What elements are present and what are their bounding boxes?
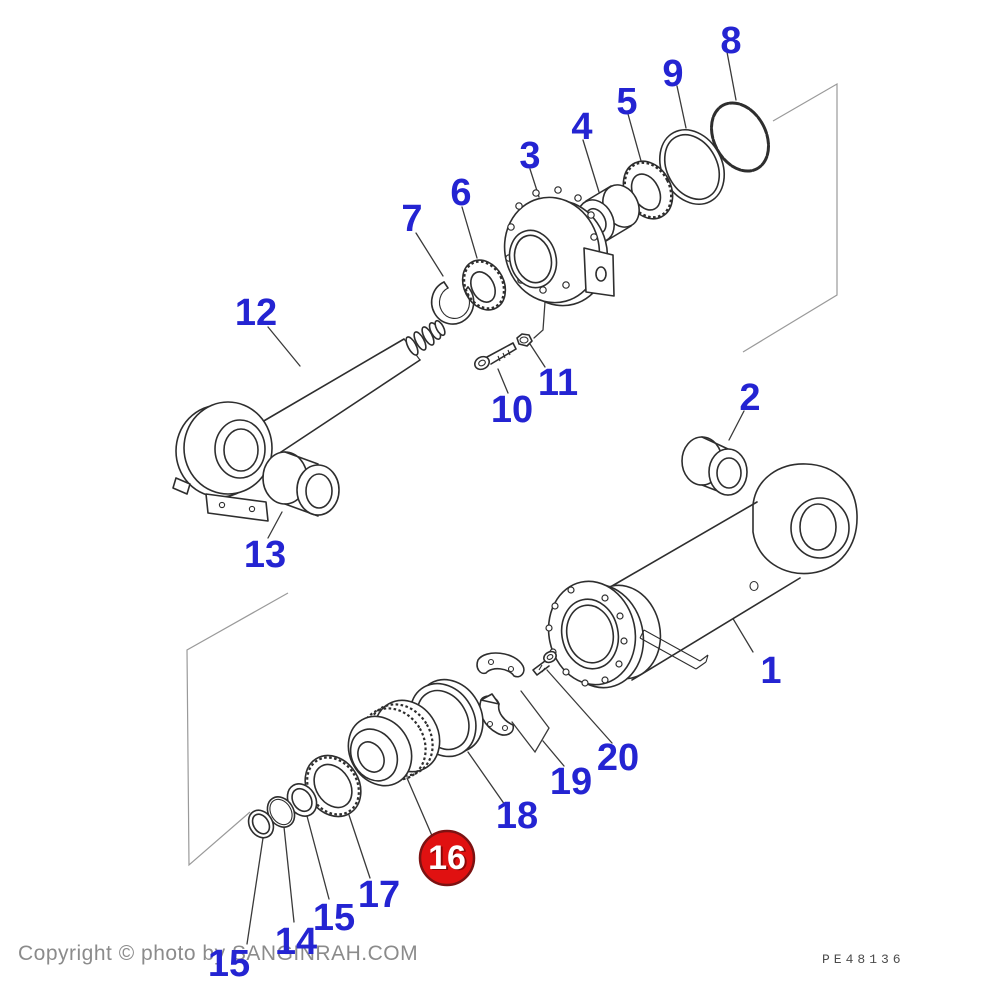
callout-15-mid: 15 — [313, 897, 355, 939]
part-7-snap-ring — [430, 281, 475, 325]
callout-labels: 8 9 5 4 3 6 7 12 11 10 2 13 1 20 19 18 1… — [208, 20, 782, 985]
part-16-piston — [347, 699, 441, 787]
callout-7: 7 — [401, 198, 422, 240]
part-10-bolt — [474, 342, 517, 371]
part-1-cylinder-tube — [545, 463, 858, 689]
callout-11: 11 — [538, 362, 578, 404]
callout-20: 20 — [597, 737, 639, 779]
part-15-ring-left — [247, 809, 275, 839]
callout-4: 4 — [571, 106, 592, 148]
callout-16-shadow: 16 — [430, 840, 468, 878]
callout-8: 8 — [720, 20, 741, 62]
highlight-circle-16 — [418, 829, 476, 887]
callout-17: 17 — [358, 874, 400, 916]
part-3-cylinder-head — [503, 186, 615, 307]
callout-6: 6 — [450, 172, 471, 214]
part-12-piston-rod — [172, 319, 446, 522]
part-17-ring — [304, 754, 362, 818]
callout-16: 16 — [428, 839, 466, 877]
callout-10: 10 — [491, 389, 533, 431]
leader-lines — [246, 51, 754, 945]
sheet-outline-right — [742, 82, 838, 353]
callout-9: 9 — [662, 53, 683, 95]
callout-1: 1 — [760, 650, 781, 692]
part-14-ring — [266, 796, 296, 828]
part-19-split-collar — [476, 652, 525, 736]
callout-13: 13 — [244, 534, 286, 576]
part-11-nut — [516, 333, 533, 347]
callout-18: 18 — [496, 795, 538, 837]
part-13-bushing — [262, 451, 340, 517]
sheet-outline-bottom-left — [186, 592, 289, 867]
part-5-bearing — [622, 160, 674, 220]
callout-12: 12 — [235, 292, 277, 334]
callout-19: 19 — [550, 761, 592, 803]
callout-14: 14 — [275, 921, 317, 963]
callout-5: 5 — [616, 81, 637, 123]
part-6-gland — [461, 259, 507, 311]
copyright-text: Copyright © photo by SANGINRAH.COM — [18, 942, 419, 965]
callout-15-left: 15 — [208, 943, 250, 985]
plate-code-text: PE48136 — [822, 952, 905, 967]
part-20-bolt — [532, 650, 557, 676]
callout-3: 3 — [519, 135, 540, 177]
part-2-bushing — [681, 436, 748, 496]
callout-2: 2 — [739, 377, 760, 419]
